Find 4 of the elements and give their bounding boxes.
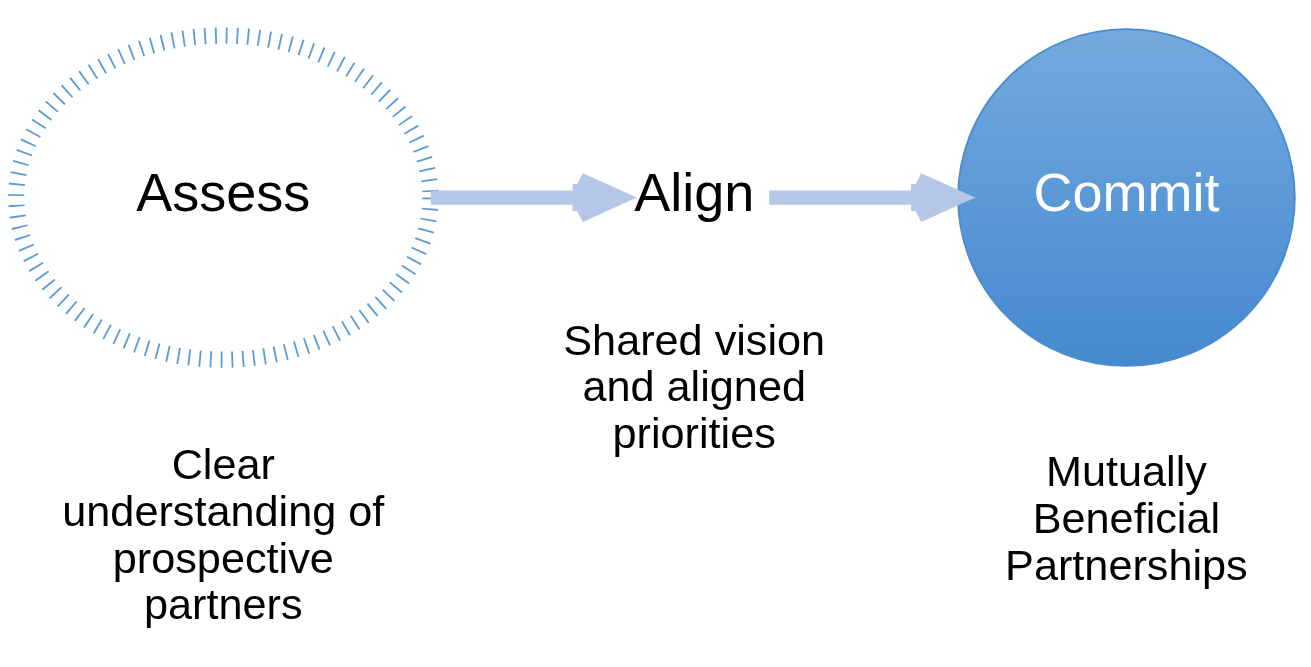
node-label: Clear understanding of prospective partners xyxy=(62,439,385,628)
node-label: Shared vision and aligned priorities xyxy=(563,315,826,457)
node-text: Align xyxy=(634,161,755,222)
node-label: Mutually Beneficial Partnerships xyxy=(1005,446,1248,589)
